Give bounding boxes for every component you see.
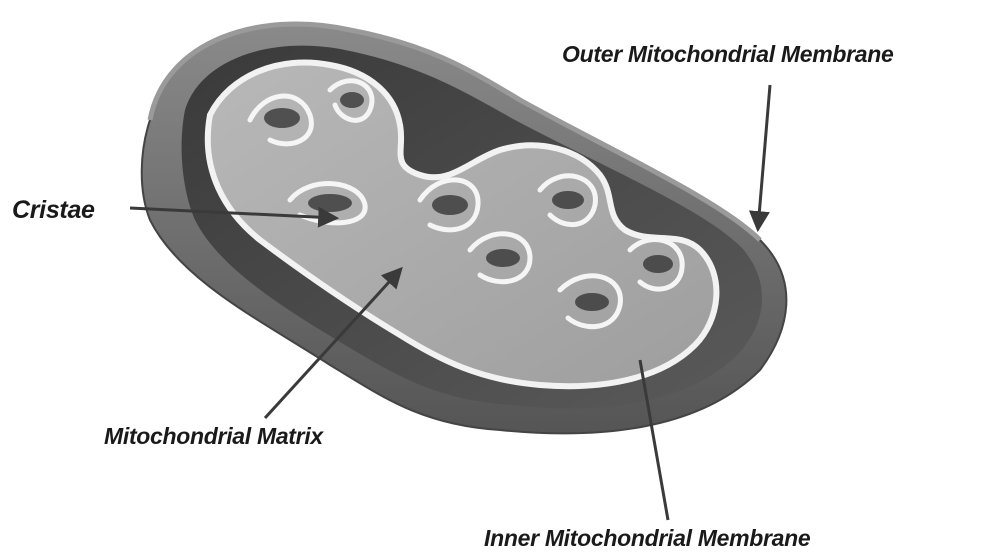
cristae-label: Cristae [12,196,95,225]
outer-membrane-label: Outer Mitochondrial Membrane [562,41,894,68]
matrix-label: Mitochondrial Matrix [104,423,323,450]
outer-membrane-pointer [758,85,770,228]
inner-membrane-label: Inner Mitochondrial Membrane [484,525,810,552]
